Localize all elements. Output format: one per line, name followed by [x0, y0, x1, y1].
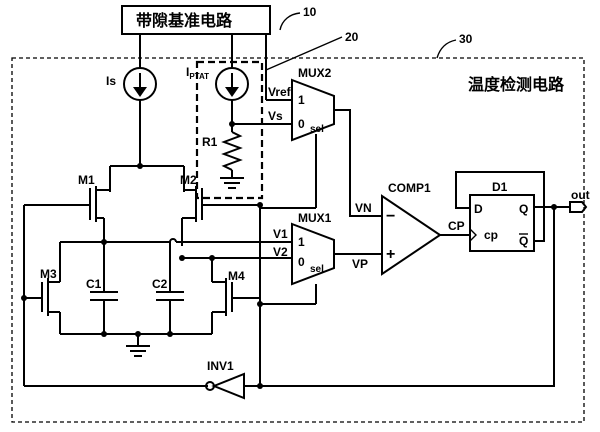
- mirror-top-node: [137, 163, 143, 169]
- mux1-input-1: 1: [298, 235, 305, 249]
- v1-label: V1: [273, 227, 288, 241]
- ptat-branch-box: [195, 60, 264, 200]
- inverter-label: INV1: [207, 359, 234, 373]
- mux1-block: [291, 222, 335, 286]
- mux2-input-0: 0: [298, 117, 305, 131]
- m1-label: M1: [78, 173, 95, 187]
- resistor-r1: [221, 131, 243, 171]
- out-port: [569, 201, 588, 213]
- mux1-input-0: 0: [298, 255, 305, 269]
- ff-d-pin: D: [474, 202, 483, 216]
- mux1-name: MUX1: [298, 211, 332, 225]
- vn-label: VN: [355, 201, 372, 215]
- ref-leader-10: [279, 12, 301, 31]
- vref-label: Vref: [268, 85, 292, 99]
- ff-qbar-pin: Q: [519, 234, 528, 248]
- cp-net-label: CP: [448, 219, 465, 233]
- is-label: Is: [106, 74, 116, 88]
- select-net-node-top: [257, 202, 263, 208]
- comparator-plus: +: [386, 246, 395, 263]
- comparator-name: COMP1: [388, 181, 431, 195]
- ground-node-c1: [101, 331, 107, 337]
- d-flip-flop: [469, 194, 535, 252]
- mux2-output-wire: [334, 109, 382, 217]
- c2-label: C2: [152, 277, 168, 291]
- ff-name: D1: [492, 180, 508, 194]
- mux1-sel: sel: [310, 264, 324, 275]
- ref-numeral-30: 30: [459, 32, 473, 46]
- ff-cp-pin: cp: [484, 228, 498, 242]
- vs-label: Vs: [268, 109, 283, 123]
- ref-numeral-10: 10: [303, 5, 317, 19]
- iptat-label: IPTAT: [186, 65, 209, 81]
- v2-label: V2: [273, 245, 288, 259]
- bandgap-reference-box: [121, 5, 271, 35]
- mux2-name: MUX2: [298, 66, 332, 80]
- ff-clock-triangle: [469, 228, 477, 242]
- bandgap-reference-title: 带隙基准电路: [136, 11, 233, 30]
- mux2-input-1: 1: [298, 93, 305, 107]
- ground-r1: [220, 177, 244, 189]
- node-v2: [179, 255, 185, 261]
- vp-label: VP: [352, 257, 368, 271]
- r1-label: R1: [202, 135, 218, 149]
- ground-main: [126, 345, 150, 357]
- comparator-minus: −: [386, 208, 395, 225]
- m2-label: M2: [180, 173, 197, 187]
- ff-feedback-wire: [455, 171, 545, 242]
- m4-label: M4: [228, 269, 245, 283]
- wire-crossover: [169, 238, 177, 243]
- is-arrow-head: [133, 87, 147, 97]
- m3-label: M3: [40, 267, 57, 281]
- temperature-detection-title: 温度检测电路: [467, 75, 565, 94]
- mux2-sel: sel: [310, 124, 324, 135]
- ref-numeral-20: 20: [345, 30, 359, 44]
- comparator-comp1: [381, 194, 442, 276]
- iptat-arrow-head: [225, 87, 239, 97]
- mux2-block: [291, 78, 335, 142]
- ref-leader-20: [265, 36, 343, 71]
- inverter-inv1: [211, 372, 245, 400]
- ff-q-pin: Q: [519, 202, 528, 216]
- ground-node-c2: [167, 331, 173, 337]
- out-label: out: [571, 188, 590, 202]
- inverter-bubble: [205, 381, 215, 391]
- ref-leader-30: [436, 39, 457, 59]
- temperature-detection-boundary: [11, 57, 585, 423]
- q-to-select-net: [260, 207, 555, 387]
- c1-label: C1: [86, 277, 102, 291]
